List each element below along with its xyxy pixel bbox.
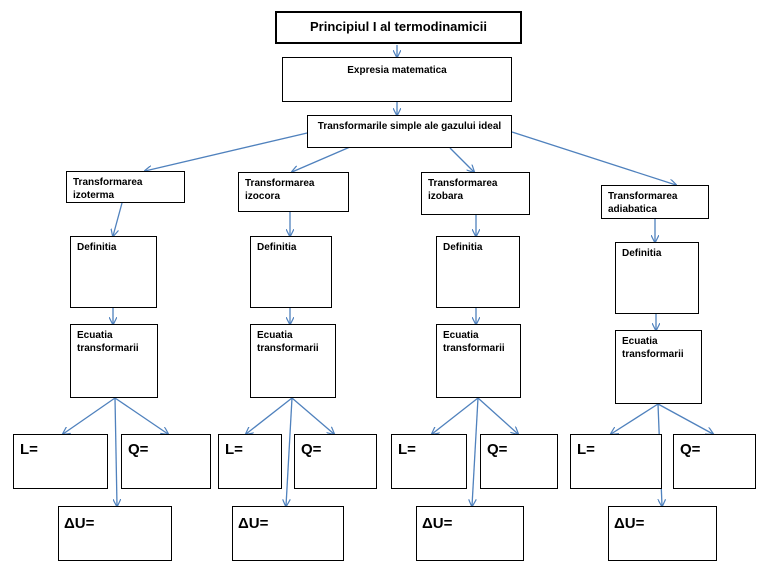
expression-box: Expresia matematica: [282, 57, 512, 102]
equation-label: Ecuatia transformarii: [77, 330, 139, 354]
energy-box-adiabatica: ΔU=: [608, 506, 717, 561]
heat-box-izocora: Q=: [294, 434, 377, 489]
heat-label: Q=: [128, 441, 149, 458]
energy-label: ΔU=: [614, 515, 645, 532]
arrow-simple-to-izobara: [449, 147, 474, 172]
equation-box-izocora: Ecuatia transformarii: [250, 324, 336, 398]
expression-label: Expresia matematica: [347, 65, 447, 76]
work-label: L=: [398, 441, 416, 458]
heat-label: Q=: [680, 441, 701, 458]
heat-label: Q=: [487, 441, 508, 458]
equation-label: Ecuatia transformarii: [257, 330, 319, 354]
title-box: Principiul I al termodinamicii: [275, 11, 522, 44]
arrow-izoterma-to-definitia: [113, 202, 123, 236]
energy-box-izoterma: ΔU=: [58, 506, 172, 561]
arrow-ecuatia-2-to-l: [246, 397, 293, 434]
definition-label: Definitia: [622, 248, 662, 259]
heat-box-izobara: Q=: [480, 434, 558, 489]
arrow-simple-to-izoterma: [145, 129, 321, 171]
energy-box-izobara: ΔU=: [416, 506, 524, 561]
transformation-box-izocora: Transformarea izocora: [238, 172, 349, 212]
energy-label: ΔU=: [422, 515, 453, 532]
work-label: L=: [225, 441, 243, 458]
work-box-izocora: L=: [218, 434, 282, 489]
arrow-ecuatia-1-to-l: [63, 397, 116, 434]
arrow-ecuatia-4-to-q: [657, 403, 713, 434]
transformation-box-izoterma: Transformarea izoterma: [66, 171, 185, 203]
equation-box-izobara: Ecuatia transformarii: [436, 324, 521, 398]
equation-box-izoterma: Ecuatia transformarii: [70, 324, 158, 398]
transformation-label: Transformarea izobara: [428, 178, 498, 202]
equation-label: Ecuatia transformarii: [443, 330, 505, 354]
arrow-ecuatia-2-to-q: [291, 397, 334, 434]
work-box-izoterma: L=: [13, 434, 108, 489]
transformation-box-izobara: Transformarea izobara: [421, 172, 530, 215]
heat-box-adiabatica: Q=: [673, 434, 756, 489]
arrow-ecuatia-3-to-q: [477, 397, 518, 434]
arrow-ecuatia-4-to-l: [611, 403, 659, 434]
arrow-ecuatia-1-to-q: [114, 397, 168, 434]
arrow-simple-to-adiabatica: [511, 131, 676, 185]
energy-label: ΔU=: [64, 515, 95, 532]
definition-label: Definitia: [443, 242, 483, 253]
energy-box-izocora: ΔU=: [232, 506, 344, 561]
transformation-label: Transformarea izocora: [245, 178, 315, 202]
work-label: L=: [20, 441, 38, 458]
work-box-adiabatica: L=: [570, 434, 662, 489]
work-label: L=: [577, 441, 595, 458]
definition-box-izobara: Definitia: [436, 236, 520, 308]
heat-label: Q=: [301, 441, 322, 458]
arrow-ecuatia-2-to-du: [286, 397, 293, 506]
equation-box-adiabatica: Ecuatia transformarii: [615, 330, 702, 404]
definition-box-izocora: Definitia: [250, 236, 332, 308]
arrow-ecuatia-1-to-du: [115, 397, 117, 506]
energy-label: ΔU=: [238, 515, 269, 532]
arrow-ecuatia-3-to-l: [432, 397, 479, 434]
definition-box-adiabatica: Definitia: [615, 242, 699, 314]
simple-transformations-label: Transformarile simple ale gazului ideal: [317, 121, 502, 132]
equation-label: Ecuatia transformarii: [622, 336, 684, 360]
transformation-label: Transformarea izoterma: [73, 177, 143, 201]
definition-label: Definitia: [77, 242, 117, 253]
transformation-box-adiabatica: Transformarea adiabatica: [601, 185, 709, 219]
work-box-izobara: L=: [391, 434, 467, 489]
arrow-ecuatia-3-to-du: [472, 397, 479, 506]
definition-box-izoterma: Definitia: [70, 236, 157, 308]
heat-box-izoterma: Q=: [121, 434, 211, 489]
simple-transformations-box: Transformarile simple ale gazului ideal: [307, 115, 512, 148]
arrow-simple-to-izocora: [292, 146, 351, 172]
transformation-label: Transformarea adiabatica: [608, 191, 678, 215]
definition-label: Definitia: [257, 242, 297, 253]
diagram-title: Principiul I al termodinamicii: [310, 19, 487, 34]
